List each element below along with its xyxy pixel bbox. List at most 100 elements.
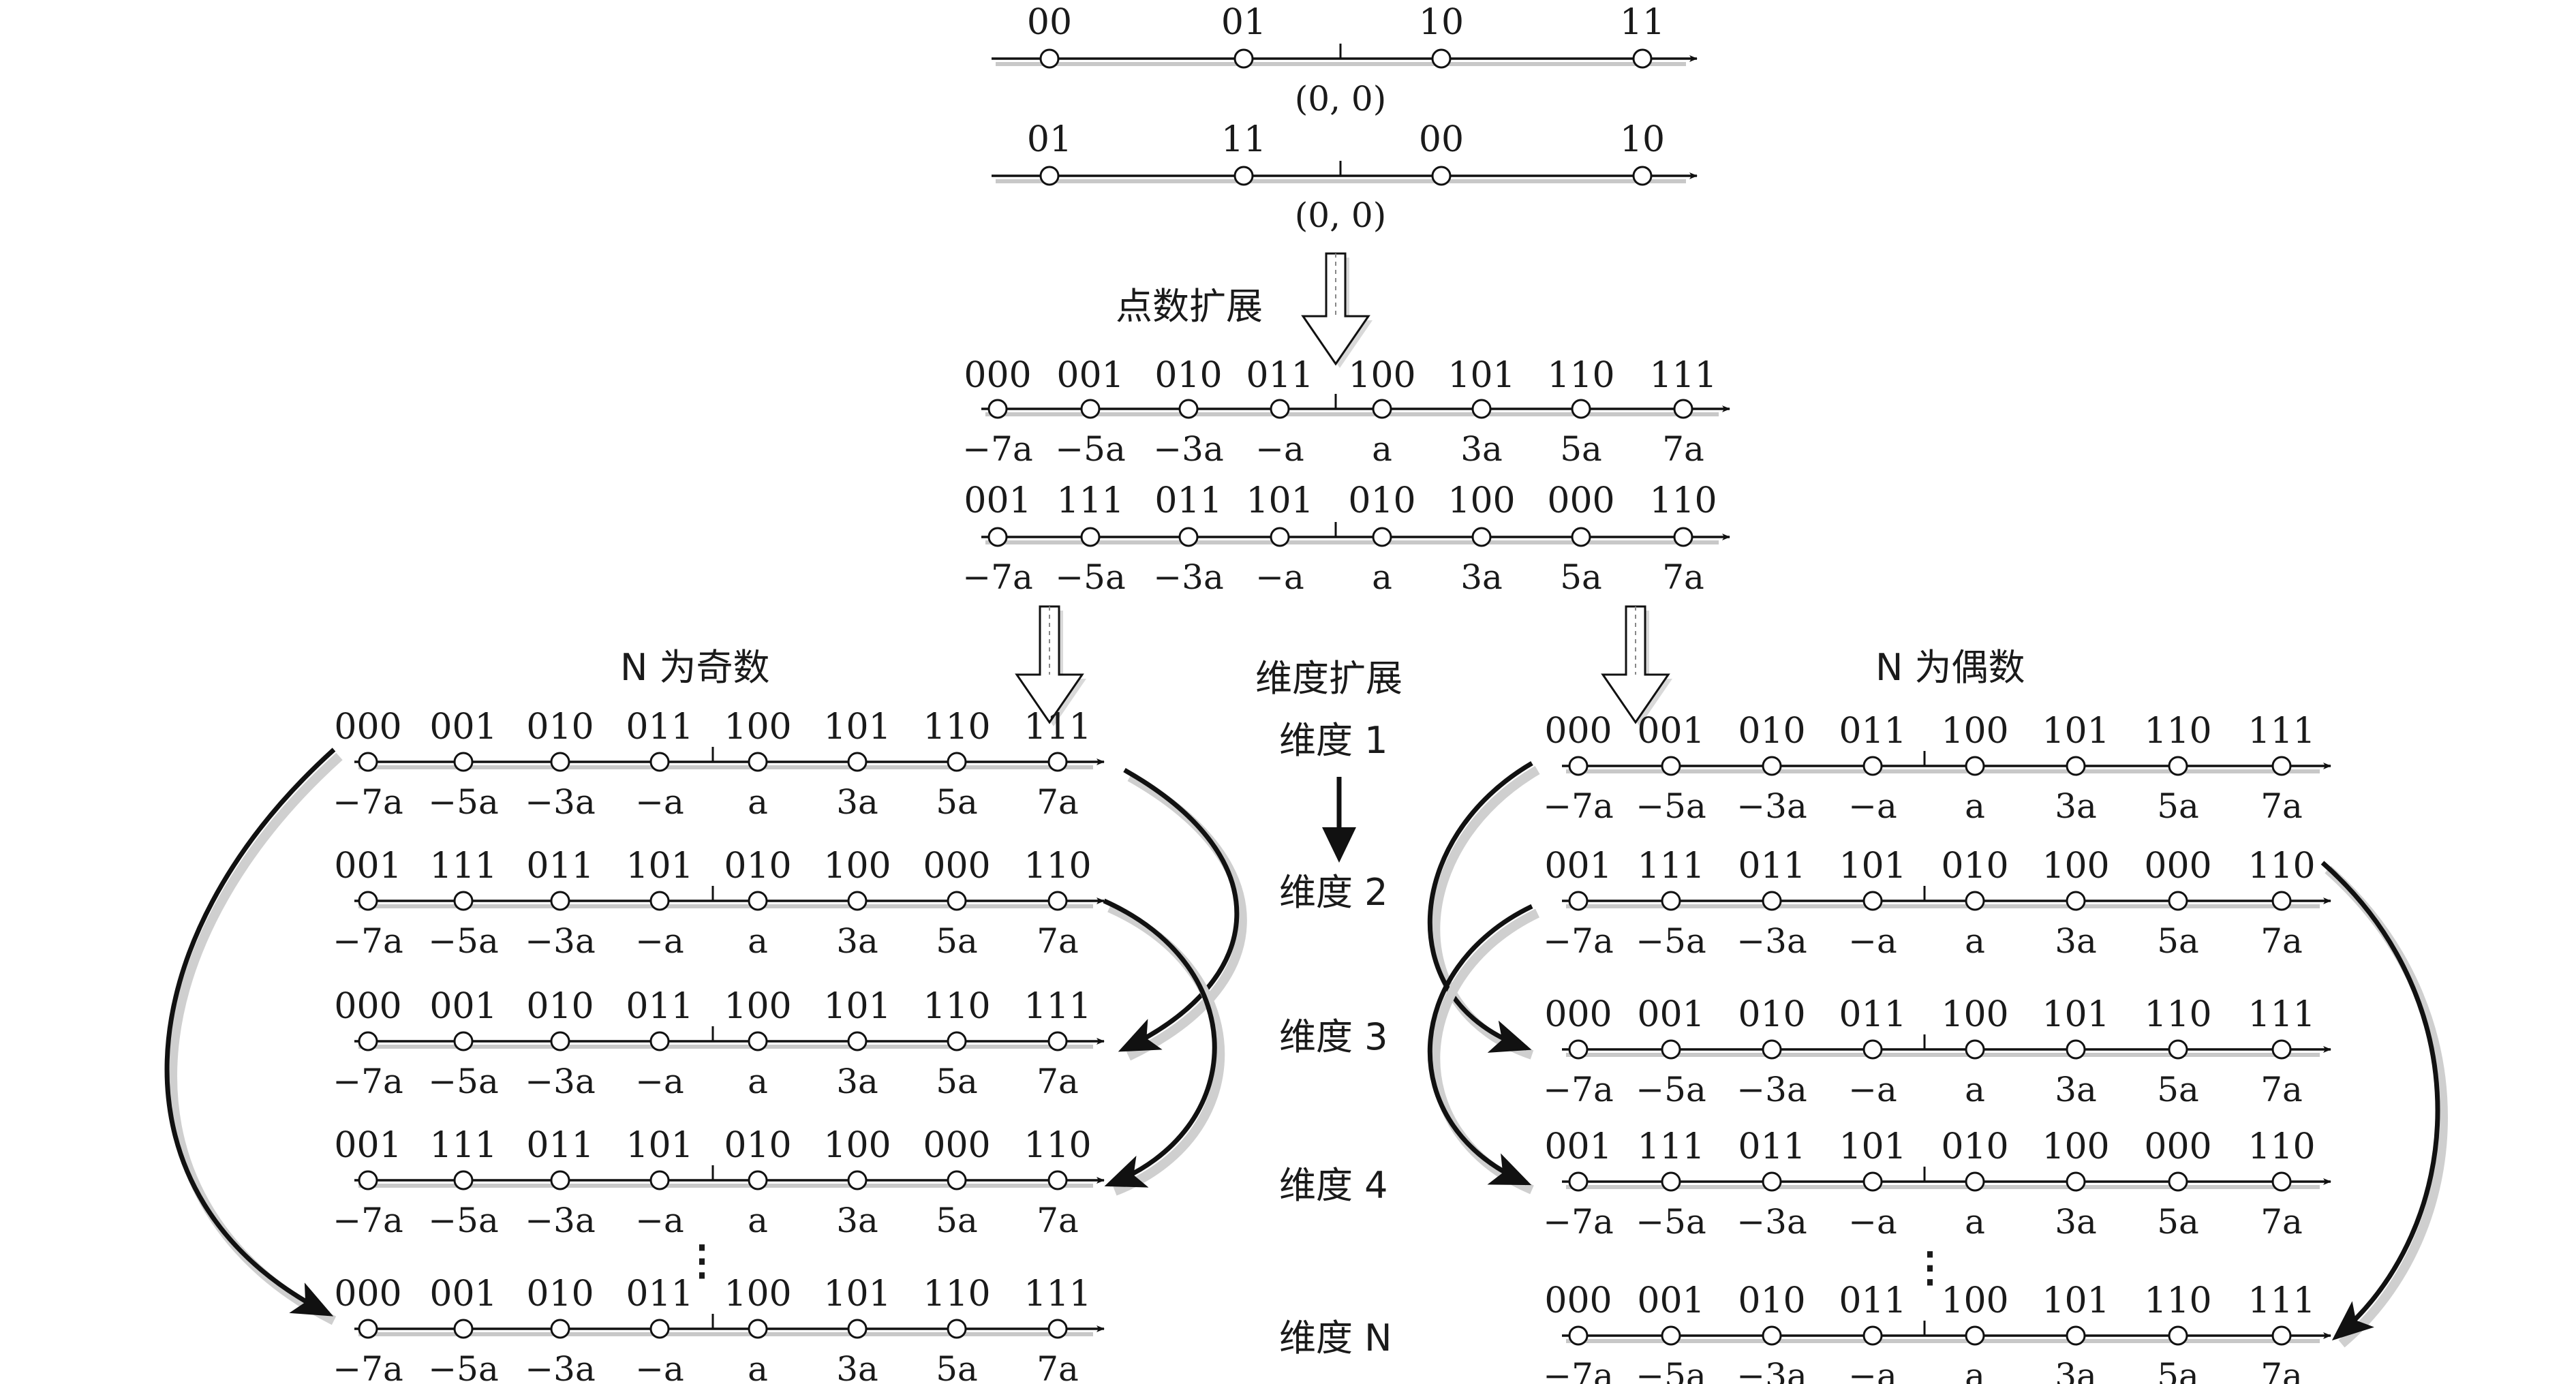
point-expansion-arrow-outline <box>1301 252 1370 366</box>
even-1-value-6: 3a <box>2055 786 2097 826</box>
even-line-3-point-6 <box>2066 1039 2086 1060</box>
odd-4-code-3: 011 <box>526 1125 594 1166</box>
even-line-1-point-3 <box>1762 756 1782 776</box>
mid-1-value-7: 5a <box>1560 429 1602 469</box>
even-curve-2-to-n-path <box>2320 861 2440 1341</box>
even-1-value-4: −a <box>1848 786 1897 826</box>
odd-3-code-3: 010 <box>526 986 594 1027</box>
odd-5-code-4: 011 <box>626 1274 693 1314</box>
odd-line-1-point-5 <box>748 752 768 772</box>
point-expansion-label: 点数扩展 <box>1116 285 1263 328</box>
even-1-value-8: 7a <box>2260 786 2303 826</box>
odd-3-code-1: 000 <box>334 986 401 1027</box>
odd-line-3-point-2 <box>453 1031 474 1051</box>
odd-4-code-4: 101 <box>626 1125 693 1166</box>
even-3-code-3: 010 <box>1738 994 1805 1035</box>
odd-line-2 <box>354 886 1105 911</box>
even-line-3-point-4 <box>1862 1039 1883 1060</box>
even-line-3-point-8 <box>2271 1039 2292 1060</box>
even-line-2-point-2 <box>1661 891 1681 911</box>
odd-line-5-point-5 <box>748 1319 768 1339</box>
even-line-5-point-4 <box>1862 1325 1883 1346</box>
odd-5-value-1: −7a <box>333 1349 403 1384</box>
mid-1-value-8: 7a <box>1662 429 1704 469</box>
mid-line-2-point-7 <box>1571 527 1591 547</box>
dimension-1-label: 维度 1 <box>1279 719 1388 762</box>
even-line-4-point-5 <box>1965 1171 1985 1192</box>
top-1-code-2: 01 <box>1221 2 1266 43</box>
even-3-value-2: −5a <box>1636 1070 1706 1109</box>
odd-line-4-point-6 <box>847 1170 868 1190</box>
even-3-value-7: 5a <box>2157 1070 2199 1109</box>
odd-2-code-8: 110 <box>1024 846 1091 887</box>
even-line-1-point-4 <box>1862 756 1883 776</box>
even-2-code-6: 100 <box>2042 846 2109 887</box>
mid-line-2-point-6 <box>1471 527 1492 547</box>
even-1-code-3: 010 <box>1738 711 1805 752</box>
even-line-1-point-7 <box>2168 756 2188 776</box>
even-panel-ellipsis: ⋮ <box>1910 1244 1950 1291</box>
odd-4-code-7: 000 <box>923 1125 990 1166</box>
top-line-1-point-3 <box>1431 48 1452 69</box>
top-line-2-point-3 <box>1431 166 1452 186</box>
even-line-2-point-6 <box>2066 891 2086 911</box>
odd-5-value-3: −3a <box>525 1349 596 1384</box>
even-2-code-7: 000 <box>2144 846 2211 887</box>
odd-3-code-5: 100 <box>724 986 791 1027</box>
odd-1-value-4: −a <box>635 782 684 822</box>
top-line-1: 00 01 10 11 (0, 0) <box>1027 2 1665 119</box>
mid-1-code-5: 100 <box>1348 355 1415 396</box>
odd-4-code-6: 100 <box>823 1125 891 1166</box>
odd-3-code-2: 001 <box>429 986 497 1027</box>
odd-2-value-8: 7a <box>1037 921 1079 961</box>
mid-2-value-1: −7a <box>962 557 1033 597</box>
odd-curve-1-to-3-shadow <box>1126 772 1247 1061</box>
top-line-1-point-4 <box>1632 48 1653 69</box>
even-4-code-6: 100 <box>2042 1126 2109 1167</box>
even-line-2-point-7 <box>2168 891 2188 911</box>
top-line-1-point-1 <box>1039 48 1060 69</box>
even-4-code-8: 110 <box>2248 1126 2315 1167</box>
mid-1-code-7: 110 <box>1547 355 1614 396</box>
top-line-2-point-4 <box>1632 166 1653 186</box>
odd-1-code-5: 100 <box>724 707 791 748</box>
even-5-value-3: −3a <box>1736 1356 1807 1384</box>
odd-line-3 <box>354 1026 1105 1051</box>
even-line-5 <box>1562 1321 2331 1346</box>
even-curve-2-to-4-path <box>1428 904 1533 1186</box>
top-line-2: 01 11 00 10 (0, 0) <box>1027 119 1665 235</box>
top-line-2-point-2 <box>1233 166 1254 186</box>
even-line-4-point-1 <box>1568 1171 1589 1192</box>
point-expansion-arrow <box>1301 252 1373 368</box>
odd-2-code-7: 000 <box>923 846 990 887</box>
top-1-origin-label: (0, 0) <box>1295 79 1386 119</box>
even-line-1 <box>1562 751 2331 776</box>
odd-4-value-6: 3a <box>836 1201 878 1240</box>
odd-panel-title: N 为奇数 <box>620 646 770 689</box>
even-line-5-point-2 <box>1661 1325 1681 1346</box>
mid-1-value-6: 3a <box>1460 429 1503 469</box>
even-line-4-point-2 <box>1661 1171 1681 1192</box>
odd-curve-1-to-3-path <box>1118 767 1240 1052</box>
top-2-code-4: 10 <box>1620 119 1665 160</box>
even-curve-1-to-3-path <box>1428 760 1533 1053</box>
odd-5-value-7: 5a <box>936 1349 978 1384</box>
even-5-code-8: 111 <box>2248 1280 2315 1321</box>
even-1-code-1: 000 <box>1544 711 1612 752</box>
odd-1-code-3: 010 <box>526 707 594 748</box>
even-4-value-3: −3a <box>1736 1202 1807 1242</box>
top-1-code-4: 11 <box>1620 2 1665 43</box>
odd-line-5-point-1 <box>358 1319 378 1339</box>
mid-2-value-4: −a <box>1255 557 1304 597</box>
odd-2-code-1: 001 <box>334 846 401 887</box>
even-1-value-1: −7a <box>1543 786 1614 826</box>
even-line-3-point-3 <box>1762 1039 1782 1060</box>
even-line-4 <box>1562 1167 2331 1192</box>
even-5-code-1: 000 <box>1544 1280 1612 1321</box>
odd-3-value-8: 7a <box>1037 1062 1079 1101</box>
top-2-code-2: 11 <box>1221 119 1266 160</box>
even-1-code-8: 111 <box>2248 711 2315 752</box>
even-line-5-point-3 <box>1762 1325 1782 1346</box>
odd-1-value-6: 3a <box>836 782 878 822</box>
mid-2-code-5: 010 <box>1348 480 1415 521</box>
